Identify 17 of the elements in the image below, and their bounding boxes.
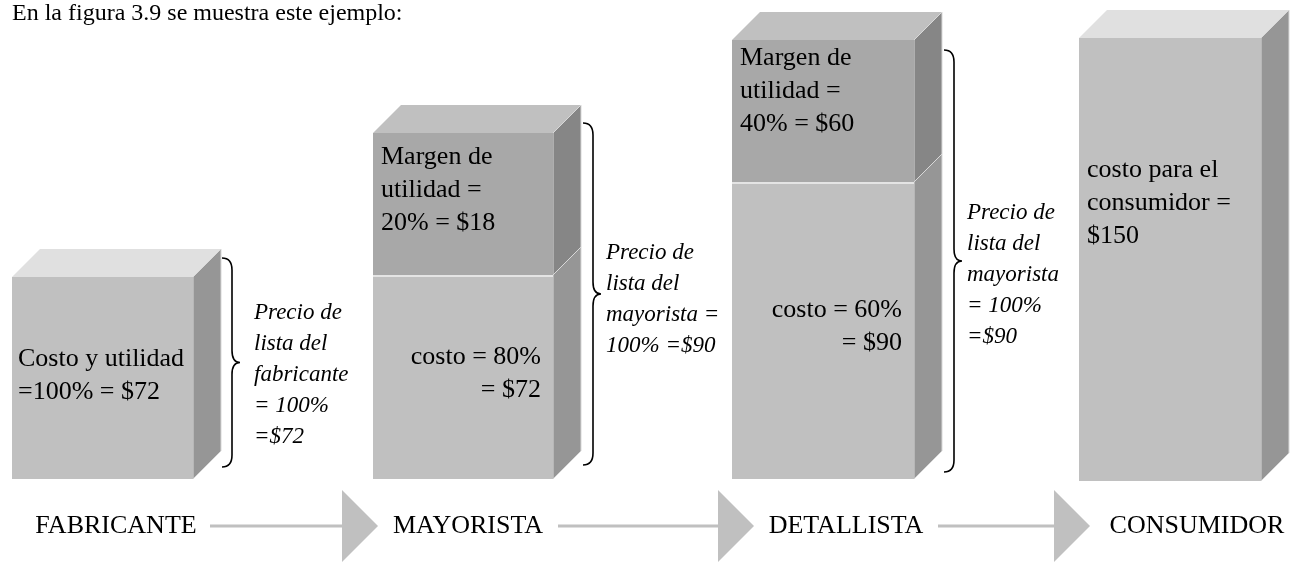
block-arrow: [210, 490, 378, 562]
price-block: Margen de utilidad = 40% = $60: [732, 40, 914, 182]
stage-label: FABRICANTE: [22, 508, 210, 544]
list-price-note: Precio de lista del fabricante = 100% =$72: [254, 298, 350, 450]
block-arrow: [558, 490, 754, 562]
price-block: costo = 60% = $90: [732, 182, 914, 479]
price-block: Costo y utilidad =100% = $72: [12, 277, 193, 479]
list-price-note: Precio de lista del mayorista = 100% =$90: [606, 238, 721, 359]
stage-label: CONSUMIDOR: [1090, 508, 1304, 544]
stage-label: DETALLISTA: [754, 508, 938, 544]
price-block: costo para el consumidor = $150: [1079, 38, 1261, 481]
price-block: Margen de utilidad = 20% = $18: [373, 133, 553, 275]
intro-sentence: En la figura 3.9 se muestra este ejemplo:: [12, 0, 403, 24]
stage-label: MAYORISTA: [378, 508, 558, 544]
block-arrow: [938, 490, 1090, 562]
price-block: costo = 80% = $72: [373, 275, 553, 479]
list-price-note: Precio de lista del mayorista = 100% =$90: [967, 198, 1060, 350]
